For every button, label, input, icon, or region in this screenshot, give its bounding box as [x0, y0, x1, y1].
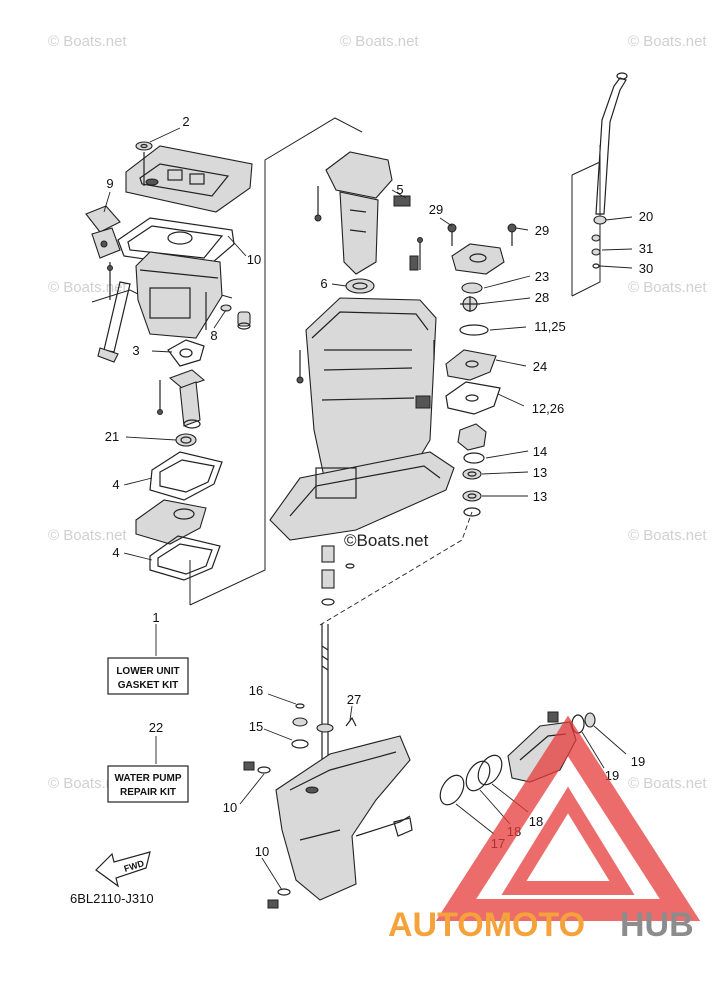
- logo-text-part1: AUTOMOTO: [388, 906, 585, 944]
- part-10-plug-lower: [267, 888, 291, 909]
- callout-10-upper: 10: [223, 800, 237, 815]
- exhaust-guide: [125, 145, 253, 213]
- callout-29-left: 29: [429, 202, 443, 217]
- callout-20: 20: [639, 209, 653, 224]
- fwd-arrow-icon: FWD: [95, 851, 151, 888]
- water-inlet-tube: [591, 72, 628, 269]
- callout-5: 5: [396, 182, 403, 197]
- callout-10-lower: 10: [255, 844, 269, 859]
- watermark: © Boats.net: [628, 33, 707, 50]
- drive-shaft: [316, 624, 334, 780]
- callout-31: 31: [639, 241, 653, 256]
- part-12-26-gasket: [445, 381, 501, 415]
- automotohub-logo: AUTOMOTO HUB: [388, 715, 701, 944]
- part-17-oring: [439, 774, 465, 806]
- callout-3: 3: [132, 343, 139, 358]
- callout-19-right: 19: [631, 754, 645, 769]
- part-18-orings: [465, 754, 503, 792]
- part-21-seal: [175, 433, 197, 447]
- part-10-plug-upper: [243, 761, 271, 774]
- lower-unit-gasket-kit-label: LOWER UNIT GASKET KIT: [107, 657, 189, 695]
- callout-28: 28: [535, 290, 549, 305]
- watermark: © Boats.net: [48, 33, 127, 50]
- callout-11-25: 11,25: [534, 319, 566, 334]
- lower-case: [275, 735, 413, 901]
- watermark: © Boats.net: [340, 33, 419, 50]
- callout-18-right: 18: [529, 814, 543, 829]
- watermark: © Boats.net: [48, 279, 127, 296]
- kit-label-line: GASKET KIT: [118, 680, 179, 691]
- callout-8: 9: [106, 176, 113, 191]
- callout-1: 1: [152, 610, 159, 625]
- watermark: © Boats.net: [628, 527, 707, 544]
- part-8-plate: [85, 205, 121, 259]
- center-watermark: ©Boats.net: [344, 531, 429, 550]
- part-11-25-oring: [459, 324, 489, 336]
- callout-21: 21: [105, 429, 119, 444]
- driveshaft-housing: [269, 237, 455, 541]
- callout-24: 24: [533, 359, 547, 374]
- callout-4-lower: 4: [112, 545, 119, 560]
- part-4-gasket-lower: [149, 535, 221, 581]
- callout-15: 15: [249, 719, 263, 734]
- logo-text-part2: HUB: [620, 906, 694, 944]
- part-27-clip: [345, 716, 357, 727]
- callout-29-right: 29: [535, 223, 549, 238]
- callout-16: 16: [249, 683, 263, 698]
- part-2-washer: [135, 141, 153, 151]
- part-24-plate: [445, 349, 497, 381]
- water-pump-housing: [451, 243, 505, 275]
- watermark: © Boats.net: [48, 527, 127, 544]
- spacer-tube: [157, 369, 206, 429]
- kit-label-line: REPAIR KIT: [120, 787, 176, 798]
- part-13-bearing-lower: [462, 490, 482, 502]
- watermark: © Boats.net: [628, 775, 707, 792]
- part-7-grommet: [220, 304, 251, 330]
- callout-22: 22: [149, 720, 163, 735]
- water-tube: [97, 262, 131, 363]
- callout-4-upper: 4: [112, 477, 119, 492]
- part-29-bolts: [447, 223, 517, 246]
- part-9-gasket: [117, 217, 235, 269]
- watermark: © Boats.net: [628, 279, 707, 296]
- part-14-oring: [463, 452, 485, 464]
- plate-middle: [135, 499, 207, 545]
- callout-13-lower: 13: [533, 489, 547, 504]
- part-23-insert: [461, 282, 483, 294]
- callout-6: 6: [320, 276, 327, 291]
- callout-23: 23: [535, 269, 549, 284]
- callout-30: 30: [639, 261, 653, 276]
- leader-lines: [103, 127, 633, 891]
- part-13-bearing-upper: [462, 468, 482, 480]
- part-28-impeller: [460, 296, 480, 312]
- callout-2: 2: [182, 114, 189, 129]
- seal-bottom: [463, 507, 481, 517]
- callout-13-upper: 13: [533, 465, 547, 480]
- water-pump-repair-kit-label: WATER PUMP REPAIR KIT: [107, 765, 189, 803]
- kit-label-line: WATER PUMP: [114, 773, 181, 784]
- upper-casing: [135, 251, 223, 339]
- part-4-gasket-upper: [149, 451, 223, 501]
- callout-12-26: 12,26: [532, 401, 565, 416]
- part-3-plate: [167, 339, 205, 367]
- part-16-pin: [295, 703, 305, 709]
- callout-14: 14: [533, 444, 547, 459]
- bushing-parts: [321, 545, 355, 606]
- callout-9: 10: [247, 252, 261, 267]
- kit-label-line: LOWER UNIT: [116, 666, 179, 677]
- pump-base: [457, 423, 487, 451]
- part-6-seal: [345, 278, 375, 294]
- part-5-muffler: [314, 151, 411, 275]
- part-15-collar: [291, 717, 309, 749]
- callout-7: 8: [210, 328, 217, 343]
- callout-27: 27: [347, 692, 361, 707]
- drawing-code: 6BL2110-J310: [70, 891, 154, 906]
